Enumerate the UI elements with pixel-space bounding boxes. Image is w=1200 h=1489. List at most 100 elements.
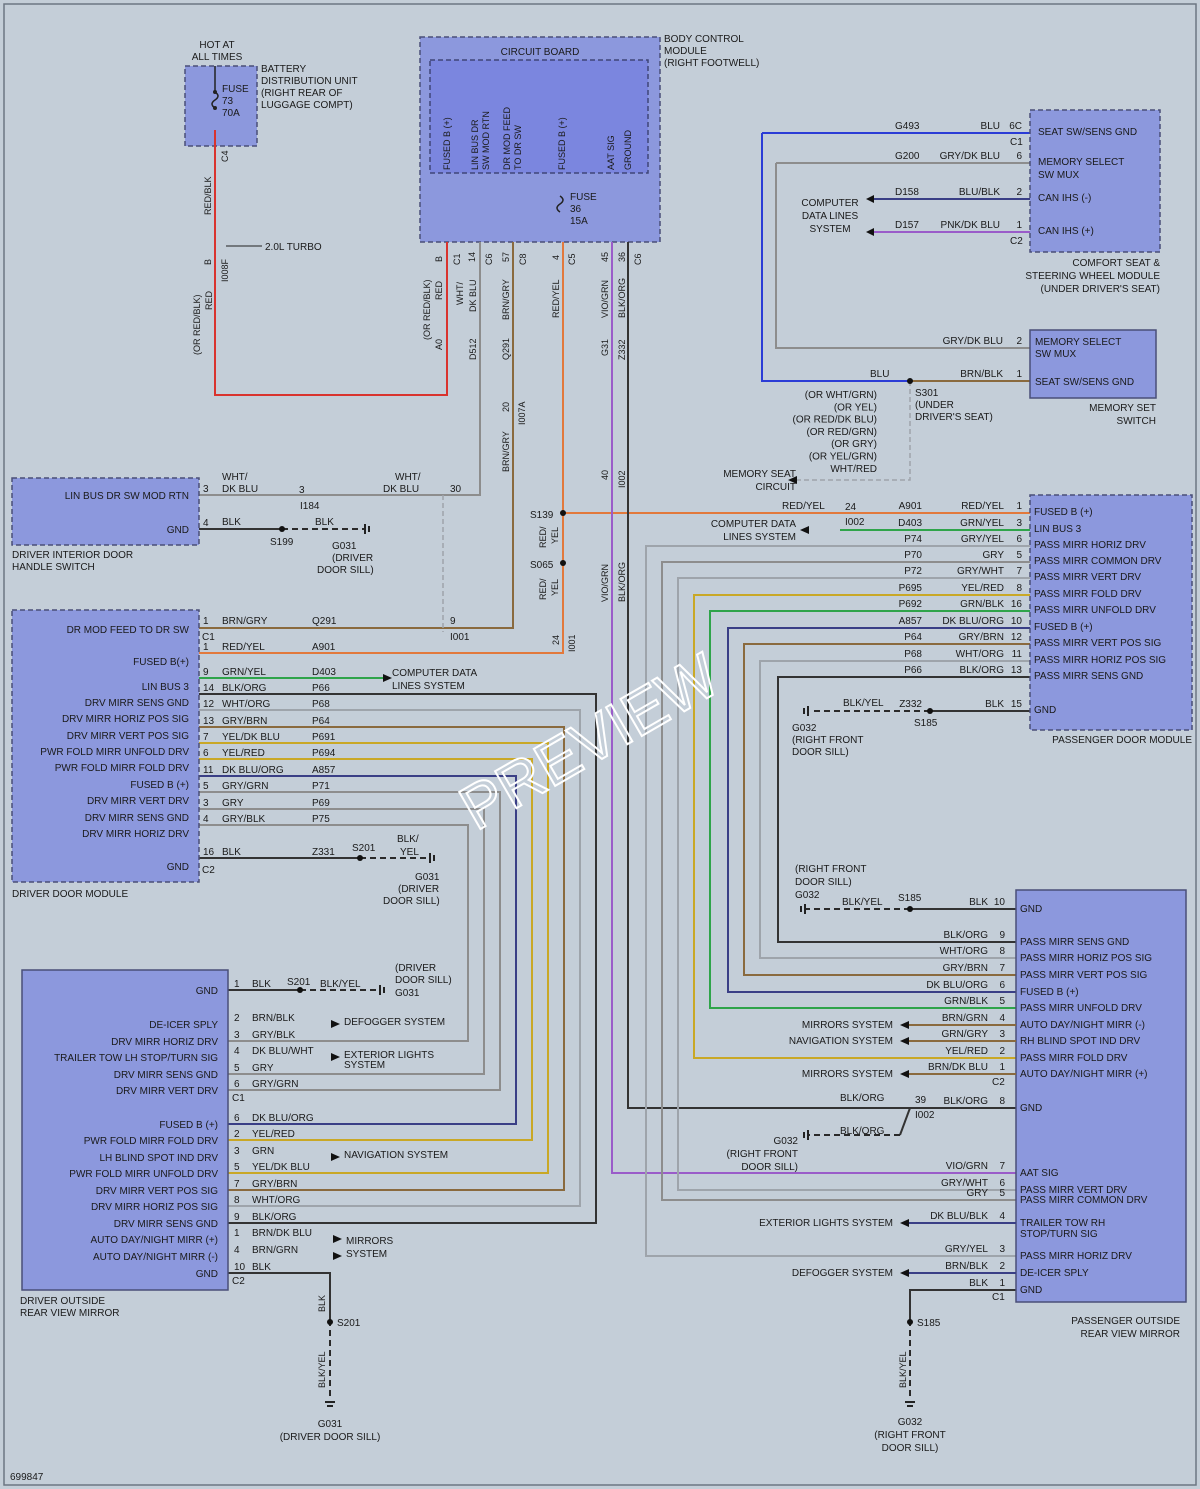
cb-pin-label: GROUND	[623, 130, 633, 170]
arrow-left-icon	[900, 1070, 909, 1078]
pom-pin-function: TRAILER TOW RH	[1020, 1218, 1105, 1229]
wire-color-label: BLK/ORG	[617, 562, 627, 602]
pin-label: 3	[203, 484, 209, 495]
wire-fused-b-red	[214, 130, 448, 396]
ground-label: G031	[395, 988, 420, 999]
connector-c4: C4	[220, 150, 230, 162]
pom-pin-function: RH BLIND SPOT IND DRV	[1020, 1036, 1141, 1047]
circuit-label: D403	[898, 518, 922, 529]
pin-label: 1	[1016, 220, 1022, 231]
wire-color-label: WHT/	[455, 282, 465, 305]
ddm-title: DRIVER DOOR MODULE	[12, 889, 128, 900]
splice-s185-icon	[907, 1319, 913, 1325]
dom-pin-function: DRV MIRR HORIZ POS SIG	[91, 1202, 218, 1213]
comfort-seat-module-box	[1029, 109, 1161, 253]
connector-c2: C2	[1010, 236, 1023, 247]
dom-pin-function: DE-ICER SPLY	[149, 1020, 218, 1031]
wire-color-label: GRN/YEL	[960, 518, 1004, 529]
wire-color-label: BRN/BLK	[960, 369, 1003, 380]
dom-pin-function: AUTO DAY/NIGHT MIRR (-)	[93, 1252, 218, 1263]
driver-interior-handle-box	[11, 477, 200, 546]
destination-system-label: NAVIGATION SYSTEM	[344, 1150, 448, 1161]
body-control-module: CIRCUIT BOARD BODY CONTROL MODULE (RIGHT…	[419, 34, 759, 488]
pom-pin-function: PASS MIRR COMMON DRV	[1020, 1195, 1148, 1206]
ground-label: G032	[898, 1417, 923, 1428]
ground-icon	[800, 904, 806, 914]
wire-color-label: GRN/GRY	[942, 1029, 989, 1040]
circuit-board-box	[429, 59, 649, 174]
pin-label: 13	[203, 716, 215, 727]
pin-label: 5	[234, 1063, 240, 1074]
pin-label: 1	[234, 1228, 240, 1239]
circuit-label: D512	[468, 338, 478, 360]
wire-color-label: WHT/ORG	[940, 946, 989, 957]
module-title: COMFORT SEAT &	[1072, 258, 1160, 269]
wire-color-label: GRY/WHT	[957, 566, 1004, 577]
bcm-title: MODULE	[664, 46, 707, 57]
pom-title: REAR VIEW MIRROR	[1081, 1329, 1180, 1340]
fuse73-number: 73	[222, 96, 234, 107]
ddm-pin-function: DRV MIRR HORIZ POS SIG	[62, 714, 189, 725]
wire-p64-pass	[743, 643, 1030, 976]
pdm-pin-function: PASS MIRR SENS GND	[1034, 671, 1143, 682]
circuit-label: P68	[312, 699, 330, 710]
diagram-id: 699847	[10, 1472, 44, 1483]
pin-label: 3	[999, 1244, 1005, 1255]
pom-pin-function: GND	[1020, 1103, 1042, 1114]
pin-label: 13	[1011, 665, 1023, 676]
wire-fused-b-red-yel	[199, 242, 564, 654]
pin-label: 2	[999, 1261, 1005, 1272]
dom-pin-function: DRV MIRR VERT POS SIG	[96, 1186, 218, 1197]
stop-turn-label: STOP/TURN SIG	[1020, 1229, 1098, 1240]
ground-icon	[803, 1130, 809, 1140]
wire-color-label: GRY	[252, 1063, 274, 1074]
connector-label: I001	[450, 632, 470, 643]
fuse36-rating: 15A	[570, 216, 588, 227]
pin-label: 7	[1016, 566, 1022, 577]
pin-label: 1	[999, 1278, 1005, 1289]
wire-p68-drv	[199, 709, 581, 1207]
splice-label: DRIVER'S SEAT)	[915, 412, 993, 423]
arrow-left-icon	[800, 526, 809, 534]
wire-lin-bus-dr-sw	[199, 242, 481, 496]
pom-pin-function: PASS MIRR VERT DRV	[1020, 1185, 1127, 1196]
wire-color-label: BLK/ORG	[840, 1093, 885, 1104]
circuit-label: P691	[312, 732, 336, 743]
ground-label: (DRIVER DOOR SILL)	[280, 1432, 381, 1443]
pin-label: 36	[617, 252, 627, 262]
wire-p691-drv	[199, 742, 549, 1174]
arrow-right-icon	[383, 674, 392, 682]
circuit-label: Q291	[312, 616, 337, 627]
wire-color-label: RED/BLK	[203, 176, 213, 215]
wire-color-label: BRN/GRY	[501, 279, 511, 320]
wire-color-label: GRN	[252, 1146, 274, 1157]
wire-color-label: RED	[434, 280, 444, 300]
wire-color-label: YEL	[550, 579, 560, 596]
wire-color-label: BRN/GRN	[942, 1013, 988, 1024]
pin-label: 14	[467, 252, 477, 262]
pin-label: 5	[1016, 550, 1022, 561]
wire-color-label: BLK/ORG	[944, 1096, 989, 1107]
destination-system-label: MIRRORS SYSTEM	[802, 1020, 893, 1031]
ground-label: (RIGHT FRONT	[874, 1430, 945, 1441]
wire-color-label: WHT/	[395, 472, 421, 483]
pin-label: 9	[203, 667, 209, 678]
pin-label: C1	[452, 253, 462, 265]
pin-label: 6C	[1009, 121, 1022, 132]
pin-label: 5	[203, 781, 209, 792]
system-label: SYSTEM	[344, 1060, 385, 1071]
pin-label: 4	[203, 814, 209, 825]
memory-set-switch-box	[1029, 329, 1157, 399]
pom-pin-function: GND	[1020, 1285, 1042, 1296]
wire-color-label: YEL	[550, 527, 560, 544]
wire-color-label: YEL/RED	[222, 748, 265, 759]
connector-c2: C2	[232, 1276, 245, 1287]
wire-color-label: BLU	[870, 369, 889, 380]
pin-label: 9	[450, 616, 456, 627]
wire-p72-pass	[677, 577, 1030, 1191]
pin-label: 40	[600, 470, 610, 480]
pin-label: C5	[567, 253, 577, 265]
ground-label: DOOR SILL)	[795, 877, 852, 888]
